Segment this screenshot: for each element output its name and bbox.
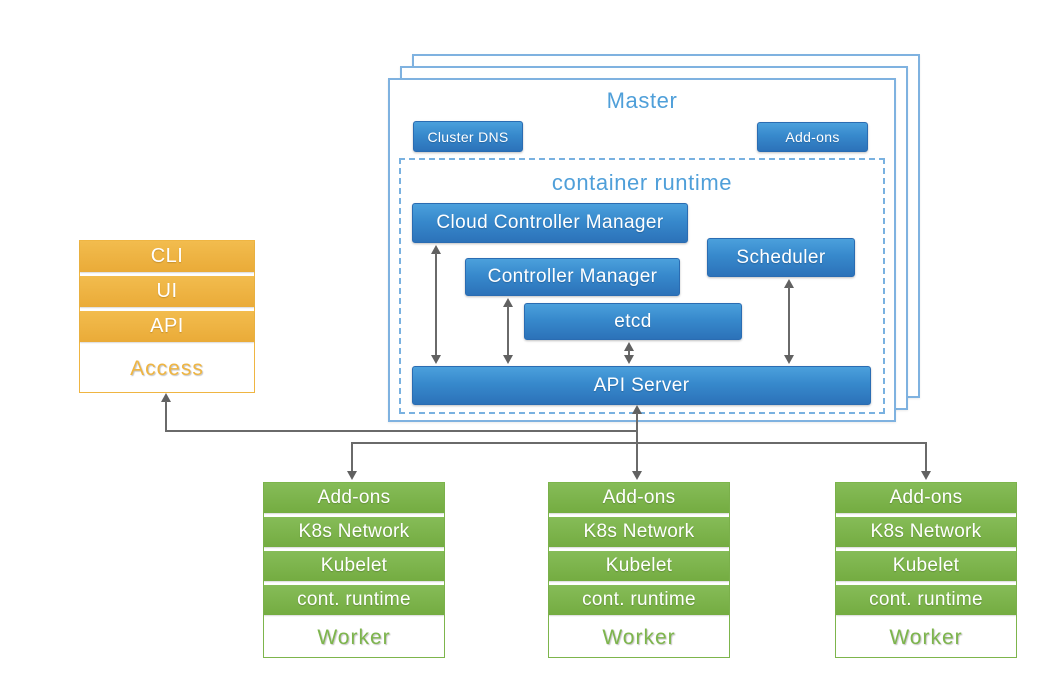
container-runtime-box: container runtime Cloud Controller Manag… xyxy=(399,158,885,414)
worker-row-kubelet: Kubelet xyxy=(836,551,1016,581)
access-row-ui: UI xyxy=(80,276,254,307)
arrow-scheduler-api-server xyxy=(784,279,794,364)
worker-row-cont-runtime: cont. runtime xyxy=(836,585,1016,615)
api-server-box: API Server xyxy=(412,366,871,405)
access-panel: CLI UI API Access xyxy=(79,240,255,393)
worker-label: Worker xyxy=(889,626,963,649)
master-node: Master Cluster DNS Add-ons container run… xyxy=(388,78,896,422)
worker-row-addons: Add-ons xyxy=(264,483,444,513)
arrow-cloud-controller-manager-api-server xyxy=(431,245,441,364)
controller-manager-box: Controller Manager xyxy=(465,258,680,296)
worker-node-1: Add-ons K8s Network Kubelet cont. runtim… xyxy=(263,482,445,658)
worker-row-kubelet: Kubelet xyxy=(264,551,444,581)
scheduler-box: Scheduler xyxy=(707,238,855,277)
worker-row-addons: Add-ons xyxy=(836,483,1016,513)
worker-row-cont-runtime: cont. runtime xyxy=(549,585,729,615)
arrow-to-worker-1 xyxy=(347,443,357,480)
connector-api-server-access-horizontal xyxy=(165,430,638,432)
arrow-to-worker-3 xyxy=(921,443,931,480)
arrow-etcd-api-server xyxy=(624,342,634,364)
master-title: Master xyxy=(606,88,678,113)
cluster-dns-box: Cluster DNS xyxy=(413,121,523,152)
access-label: Access xyxy=(130,357,204,380)
worker-row-addons: Add-ons xyxy=(549,483,729,513)
worker-node-3: Add-ons K8s Network Kubelet cont. runtim… xyxy=(835,482,1017,658)
worker-row-k8s-network: K8s Network xyxy=(836,517,1016,547)
arrow-controller-manager-api-server xyxy=(503,298,513,364)
etcd-box: etcd xyxy=(524,303,742,340)
worker-row-kubelet: Kubelet xyxy=(549,551,729,581)
worker-row-k8s-network: K8s Network xyxy=(549,517,729,547)
worker-label: Worker xyxy=(602,626,676,649)
worker-label: Worker xyxy=(317,626,391,649)
addons-master-box: Add-ons xyxy=(757,122,868,152)
connector-workers-bus-horizontal xyxy=(351,442,927,444)
cloud-controller-manager-box: Cloud Controller Manager xyxy=(412,203,688,243)
arrow-to-access xyxy=(161,393,171,432)
worker-row-cont-runtime: cont. runtime xyxy=(264,585,444,615)
access-row-api: API xyxy=(80,311,254,342)
container-runtime-title: container runtime xyxy=(551,170,733,195)
worker-row-k8s-network: K8s Network xyxy=(264,517,444,547)
access-row-cli: CLI xyxy=(80,241,254,272)
worker-node-2: Add-ons K8s Network Kubelet cont. runtim… xyxy=(548,482,730,658)
